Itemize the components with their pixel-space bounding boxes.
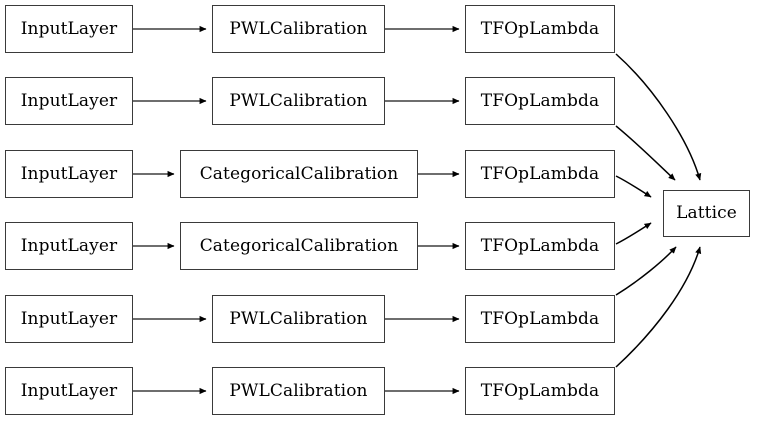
node-pwl-calibration-6[interactable]: PWLCalibration (212, 367, 385, 415)
curved-edges-to-lattice (615, 53, 702, 368)
edge-tfop1-to-lattice (615, 53, 702, 181)
node-label: InputLayer (20, 18, 118, 39)
node-lattice[interactable]: Lattice (663, 190, 750, 237)
node-input-layer-4[interactable]: InputLayer (5, 222, 133, 270)
edge-tfop5-to-lattice (615, 246, 677, 296)
node-label: PWLCalibration (229, 90, 368, 111)
node-tfop-lambda-5[interactable]: TFOpLambda (465, 295, 615, 343)
node-label: TFOpLambda (480, 18, 600, 39)
node-label: InputLayer (20, 90, 118, 111)
node-label: InputLayer (20, 163, 118, 184)
node-label: InputLayer (20, 308, 118, 329)
node-pwl-calibration-5[interactable]: PWLCalibration (212, 295, 385, 343)
node-label: TFOpLambda (480, 380, 600, 401)
node-label: PWLCalibration (229, 308, 368, 329)
node-tfop-lambda-1[interactable]: TFOpLambda (465, 5, 615, 53)
node-label: InputLayer (20, 235, 118, 256)
node-pwl-calibration-2[interactable]: PWLCalibration (212, 77, 385, 125)
node-input-layer-5[interactable]: InputLayer (5, 295, 133, 343)
node-label: PWLCalibration (229, 380, 368, 401)
node-input-layer-6[interactable]: InputLayer (5, 367, 133, 415)
node-label: TFOpLambda (480, 90, 600, 111)
edge-tfop3-to-lattice (615, 175, 652, 198)
node-pwl-calibration-1[interactable]: PWLCalibration (212, 5, 385, 53)
node-label: TFOpLambda (480, 163, 600, 184)
node-label: TFOpLambda (480, 308, 600, 329)
straight-edges (133, 25, 460, 395)
node-categorical-calibration-3[interactable]: CategoricalCalibration (180, 150, 418, 198)
edge-tfop2-to-lattice (615, 125, 676, 181)
node-label: PWLCalibration (229, 18, 368, 39)
edge-tfop6-to-lattice (615, 246, 702, 368)
node-tfop-lambda-3[interactable]: TFOpLambda (465, 150, 615, 198)
node-tfop-lambda-2[interactable]: TFOpLambda (465, 77, 615, 125)
node-input-layer-2[interactable]: InputLayer (5, 77, 133, 125)
node-categorical-calibration-4[interactable]: CategoricalCalibration (180, 222, 418, 270)
node-label: InputLayer (20, 380, 118, 401)
node-label: CategoricalCalibration (199, 163, 399, 184)
node-label: CategoricalCalibration (199, 235, 399, 256)
node-label: Lattice (676, 203, 737, 223)
node-tfop-lambda-6[interactable]: TFOpLambda (465, 367, 615, 415)
node-tfop-lambda-4[interactable]: TFOpLambda (465, 222, 615, 270)
edge-tfop4-to-lattice (615, 222, 652, 245)
node-input-layer-3[interactable]: InputLayer (5, 150, 133, 198)
node-label: TFOpLambda (480, 235, 600, 256)
node-input-layer-1[interactable]: InputLayer (5, 5, 133, 53)
